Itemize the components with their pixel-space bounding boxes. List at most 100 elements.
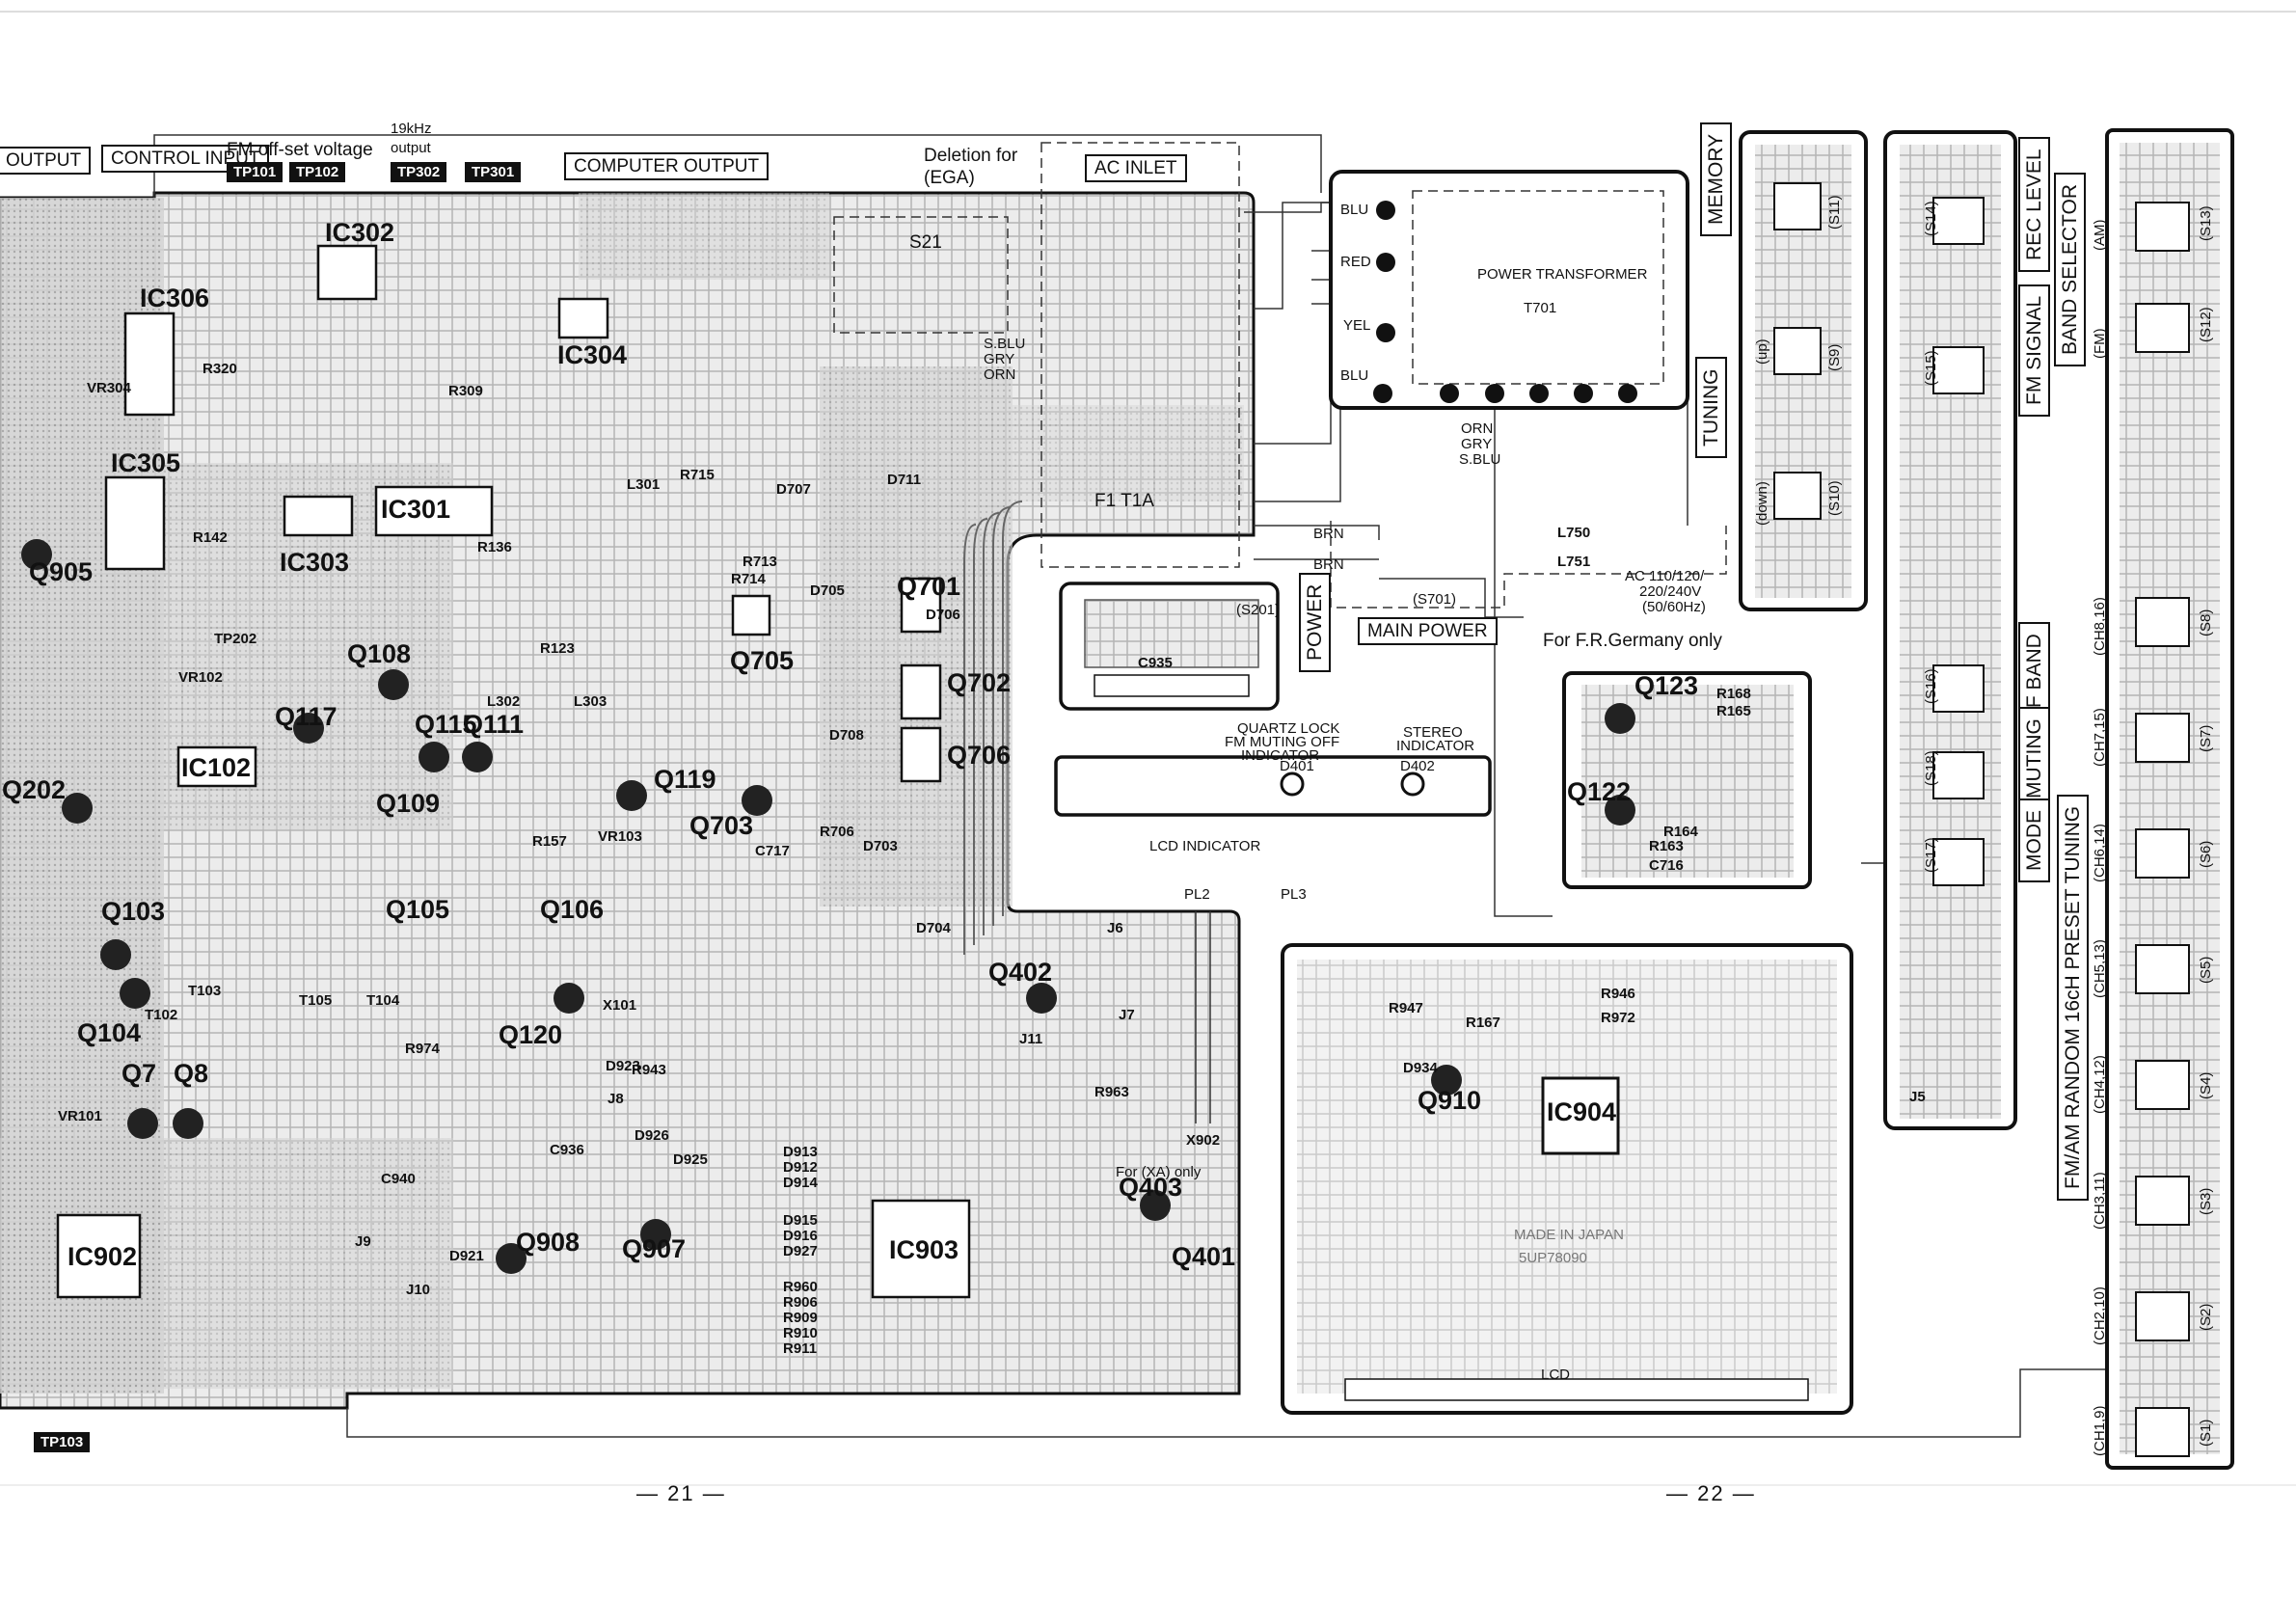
q905-label: Q905 bbox=[29, 557, 94, 586]
component-label-r167: R167 bbox=[1466, 1015, 1500, 1031]
component-label-d915: D915 bbox=[783, 1212, 818, 1229]
ic102-label: IC102 bbox=[181, 753, 252, 782]
component-label-c940: C940 bbox=[381, 1171, 416, 1187]
component-label-vr102: VR102 bbox=[178, 669, 223, 686]
component-label-j5: J5 bbox=[1909, 1089, 1926, 1105]
test-point-tp202: TP202 bbox=[214, 631, 257, 647]
test-point-tp302: TP302 bbox=[391, 162, 447, 182]
computer-output-label: COMPUTER OUTPUT bbox=[564, 152, 770, 180]
pl2-label: PL2 bbox=[1184, 886, 1210, 903]
transistor-pads bbox=[21, 539, 1635, 1274]
19khz-output-label: output bbox=[391, 140, 431, 156]
s18-label: (S18) bbox=[1923, 750, 1939, 786]
power-switch-body bbox=[1084, 599, 1259, 668]
ic904-label: IC904 bbox=[1547, 1097, 1617, 1126]
component-label-r157: R157 bbox=[532, 833, 567, 850]
s10-label: (S10) bbox=[1826, 480, 1843, 516]
ch2-label: (CH2,10) bbox=[2092, 1286, 2108, 1345]
quartz-lock-line2: FM MUTING OFF bbox=[1225, 734, 1340, 750]
transformer-pins bbox=[1373, 201, 1637, 403]
component-label-j10: J10 bbox=[406, 1282, 431, 1298]
tuning-down-label: (down) bbox=[1754, 481, 1770, 526]
ic302-label: IC302 bbox=[325, 218, 395, 247]
part-number-label: 5UP78090 bbox=[1519, 1250, 1587, 1266]
ac-voltage-line1: AC 110/120/ bbox=[1625, 568, 1705, 584]
component-label-d926: D926 bbox=[635, 1127, 669, 1144]
component-label-r974: R974 bbox=[405, 1041, 440, 1057]
component-label-d912: D912 bbox=[783, 1159, 818, 1176]
component-label-r909: R909 bbox=[783, 1310, 818, 1326]
shaded-region bbox=[579, 193, 829, 280]
s9-label: (S9) bbox=[1826, 343, 1843, 371]
s5-label: (S5) bbox=[2198, 956, 2214, 984]
fm-offset-label: FM off-set voltage bbox=[227, 140, 373, 160]
q908-label: Q908 bbox=[516, 1228, 581, 1257]
shaded-region bbox=[1013, 405, 1244, 501]
component-label-r960: R960 bbox=[783, 1279, 818, 1295]
q402-label: Q402 bbox=[988, 958, 1053, 987]
mode-label: MODE bbox=[2018, 798, 2050, 882]
ac-voltage-line3: (50/60Hz) bbox=[1642, 599, 1706, 615]
band-selector-label: BAND SELECTOR bbox=[2054, 173, 2086, 366]
tuning-label: TUNING bbox=[1695, 357, 1727, 458]
memory-label: MEMORY bbox=[1700, 122, 1732, 236]
wire-orn: ORN bbox=[1461, 420, 1494, 437]
component-label-d921: D921 bbox=[449, 1248, 484, 1264]
for-xa-only-label: For (XA) only bbox=[1116, 1164, 1202, 1180]
d401-led bbox=[1280, 771, 1305, 797]
ic904-chip bbox=[1541, 1076, 1620, 1155]
s201-label: (S201) bbox=[1236, 602, 1281, 618]
component-label-d927: D927 bbox=[783, 1243, 818, 1259]
q703-label: Q703 bbox=[689, 811, 754, 840]
component-label-d706: D706 bbox=[926, 607, 960, 623]
s15-label: (S15) bbox=[1923, 350, 1939, 386]
ic305-label: IC305 bbox=[111, 448, 181, 477]
component-label-r168: R168 bbox=[1716, 686, 1751, 702]
ch8-label: (CH8,16) bbox=[2092, 597, 2108, 656]
preset-tuning-label: FM/AM RANDOM 16cH PRESET TUNING bbox=[2057, 794, 2089, 1201]
tuning-up-label: (up) bbox=[1754, 338, 1770, 365]
lcd-connector bbox=[1344, 1378, 1809, 1401]
19khz-label: 19kHz bbox=[391, 121, 432, 137]
test-point-tp102: TP102 bbox=[289, 162, 346, 182]
wire-blu-1: BLU bbox=[1340, 202, 1369, 218]
component-label-x902: X902 bbox=[1186, 1132, 1221, 1149]
component-label-d923: D923 bbox=[606, 1058, 640, 1074]
component-label-vr101: VR101 bbox=[58, 1108, 102, 1124]
page-number-22: — 22 — bbox=[1666, 1481, 1756, 1505]
wire-brn-2: BRN bbox=[1313, 556, 1344, 573]
q106-label: Q106 bbox=[540, 895, 605, 924]
q120-label: Q120 bbox=[499, 1020, 563, 1049]
test-point-tp301: TP301 bbox=[465, 162, 522, 182]
fm-signal-label: FM SIGNAL bbox=[2018, 284, 2050, 417]
component-label-x101: X101 bbox=[603, 997, 637, 1014]
component-label-r713: R713 bbox=[743, 554, 777, 570]
q103-label: Q103 bbox=[101, 897, 166, 926]
wire-blu-2: BLU bbox=[1340, 367, 1369, 384]
d401-label: D401 bbox=[1280, 758, 1314, 774]
component-label-r946: R946 bbox=[1601, 986, 1635, 1002]
fuse-label: F1 T1A bbox=[1094, 491, 1154, 511]
s11-label: (S11) bbox=[1826, 195, 1843, 230]
s13-label: (S13) bbox=[2198, 205, 2214, 241]
component-label-vr304: VR304 bbox=[87, 380, 131, 396]
component-label-d707: D707 bbox=[776, 481, 811, 498]
component-label-r911: R911 bbox=[783, 1340, 818, 1357]
made-in-japan-label: MADE IN JAPAN bbox=[1514, 1227, 1624, 1243]
component-label-l750: L750 bbox=[1557, 525, 1591, 541]
d402-led bbox=[1400, 771, 1425, 797]
component-label-t105: T105 bbox=[299, 992, 333, 1009]
power-label: POWER bbox=[1299, 572, 1331, 672]
ch4-label: (CH4,12) bbox=[2092, 1055, 2108, 1114]
component-label-d705: D705 bbox=[810, 582, 845, 599]
ac-inlet-outline bbox=[1040, 142, 1240, 568]
component-label-r715: R715 bbox=[680, 467, 715, 483]
q111-label: Q111 bbox=[463, 710, 525, 739]
component-label-j9: J9 bbox=[355, 1233, 371, 1250]
indicator-strip bbox=[1054, 755, 1492, 817]
control-input-label: CONTROL INPUT bbox=[101, 145, 270, 173]
transformer-core bbox=[1412, 190, 1664, 385]
component-label-r947: R947 bbox=[1389, 1000, 1423, 1016]
s7-label: (S7) bbox=[2198, 724, 2214, 752]
